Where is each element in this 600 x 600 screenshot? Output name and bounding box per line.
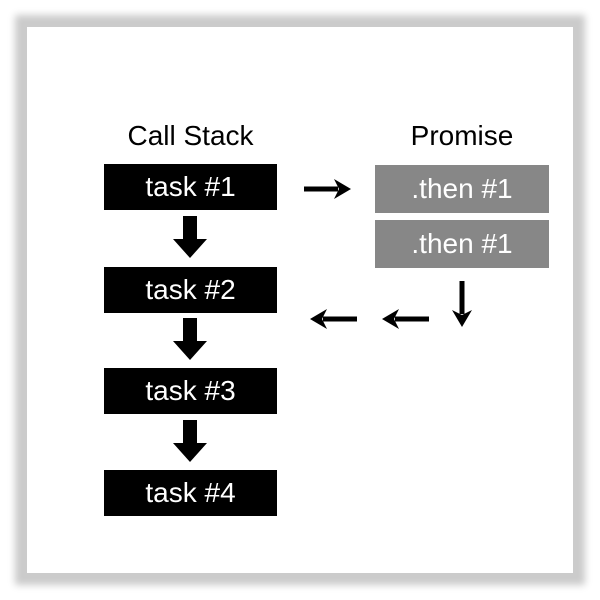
then-box-1: .then #1 <box>375 165 549 213</box>
diagram-card: Call Stack Promise task #1 task #2 task … <box>27 27 573 573</box>
down-arrow-then2-icon <box>449 279 475 327</box>
down-arrow-task2-to-task3-icon <box>173 318 207 360</box>
promise-title: Promise <box>410 120 514 151</box>
down-arrow-task3-to-task4-icon <box>173 420 207 462</box>
right-arrow-task1-to-then1-icon <box>301 176 351 202</box>
task-box-2: task #2 <box>104 267 277 313</box>
task-box-4: task #4 <box>104 470 277 516</box>
down-arrow-task1-to-task2-icon <box>173 216 207 258</box>
then-box-2: .then #1 <box>375 220 549 268</box>
left-arrow-to-callstack-icon <box>310 306 360 332</box>
left-arrow-mid-icon <box>382 306 432 332</box>
call-stack-title: Call Stack <box>127 120 254 151</box>
task-box-1: task #1 <box>104 164 277 210</box>
task-box-3: task #3 <box>104 368 277 414</box>
